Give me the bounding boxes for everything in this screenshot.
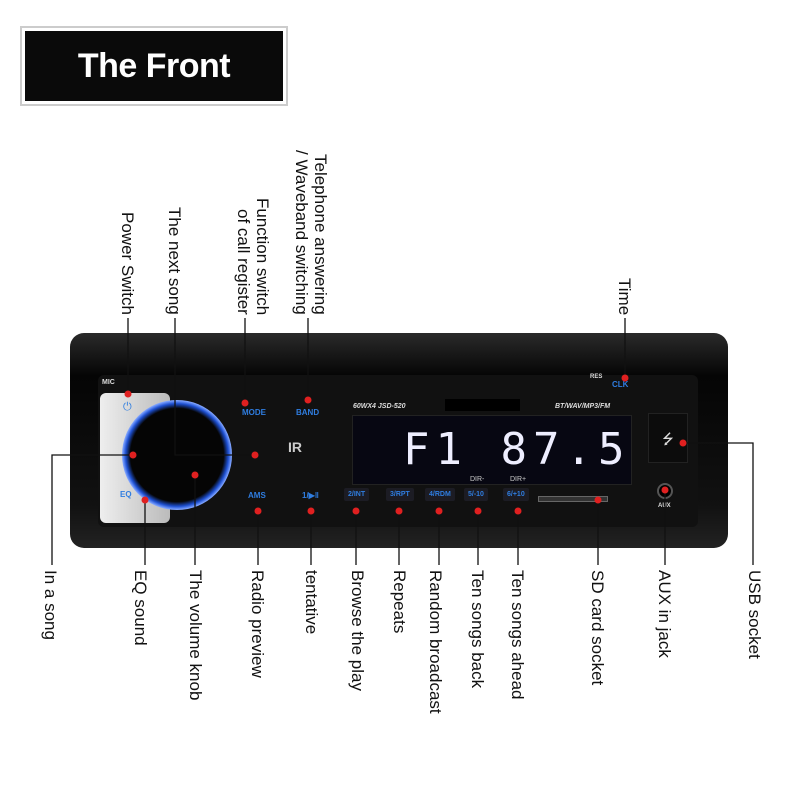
- label-volume: The volume knob: [186, 570, 205, 701]
- label-repeats: Repeats: [390, 570, 409, 634]
- title-box: The Front: [20, 26, 288, 106]
- label-aux: AUX in jack: [655, 570, 674, 658]
- eq-button[interactable]: EQ: [120, 490, 132, 499]
- label-telephone: Telephone answering/ Waveband switching: [292, 150, 330, 315]
- dir-minus-label: DIR-: [470, 476, 485, 483]
- label-sd: SD card socket: [588, 570, 607, 686]
- usb-socket[interactable]: ⭍: [648, 413, 688, 463]
- aux-label: AUX: [658, 503, 671, 509]
- usb-icon: ⭍: [662, 431, 674, 447]
- plus10-button[interactable]: 6/+10: [503, 488, 529, 501]
- label-telephone-line1: Telephone answering: [311, 154, 330, 315]
- minus10-button[interactable]: 5/-10: [464, 488, 488, 501]
- label-browse: Browse the play: [348, 570, 367, 691]
- label-random: Random broadcast: [426, 570, 445, 714]
- label-in-song: In a song: [41, 570, 60, 640]
- mic-label: MIC: [102, 379, 115, 386]
- label-radio: Radio preview: [248, 570, 267, 678]
- dir-plus-label: DIR+: [510, 476, 527, 483]
- label-function-line2: of call register: [234, 209, 253, 315]
- mode-button[interactable]: MODE: [242, 408, 266, 417]
- band-button[interactable]: BAND: [296, 408, 320, 417]
- play-pause-button[interactable]: 1/▶‖: [302, 491, 319, 500]
- formats-label: BT/WAV/MP3/FM: [555, 403, 611, 410]
- ams-button[interactable]: AMS: [248, 491, 266, 500]
- label-back: Ten songs back: [468, 570, 487, 689]
- lcd-display: F1 87.5: [352, 415, 632, 485]
- label-eq: EQ sound: [131, 570, 150, 646]
- label-ahead: Ten songs ahead: [508, 570, 527, 700]
- label-tentative: tentative: [302, 570, 321, 635]
- display-text: F1 87.5: [403, 424, 631, 475]
- sd-card-slot[interactable]: [538, 496, 608, 502]
- model-label: 60WX4 JSD-520: [353, 403, 406, 410]
- power-icon[interactable]: ⏻: [123, 401, 132, 413]
- label-power-switch: Power Switch: [118, 212, 137, 315]
- ir-sensor: IR: [288, 439, 302, 455]
- label-function-line1: Function switch: [253, 197, 272, 315]
- display-bar: [445, 399, 520, 411]
- label-next-song: The next song: [165, 207, 184, 315]
- rpt-button[interactable]: 3/RPT: [386, 488, 414, 501]
- int-button[interactable]: 2/INT: [344, 488, 370, 501]
- title: The Front: [25, 31, 283, 101]
- clk-button[interactable]: CLK: [612, 380, 629, 389]
- label-usb: USB socket: [745, 570, 764, 659]
- rdm-button[interactable]: 4/RDM: [425, 488, 455, 501]
- label-time: Time: [615, 277, 634, 315]
- car-stereo: MIC RES CLK ⏻ EQ MODE BAND IR 60WX4 JSD-…: [70, 333, 728, 548]
- label-telephone-line2: / Waveband switching: [292, 150, 311, 315]
- res-label: RES: [590, 374, 603, 380]
